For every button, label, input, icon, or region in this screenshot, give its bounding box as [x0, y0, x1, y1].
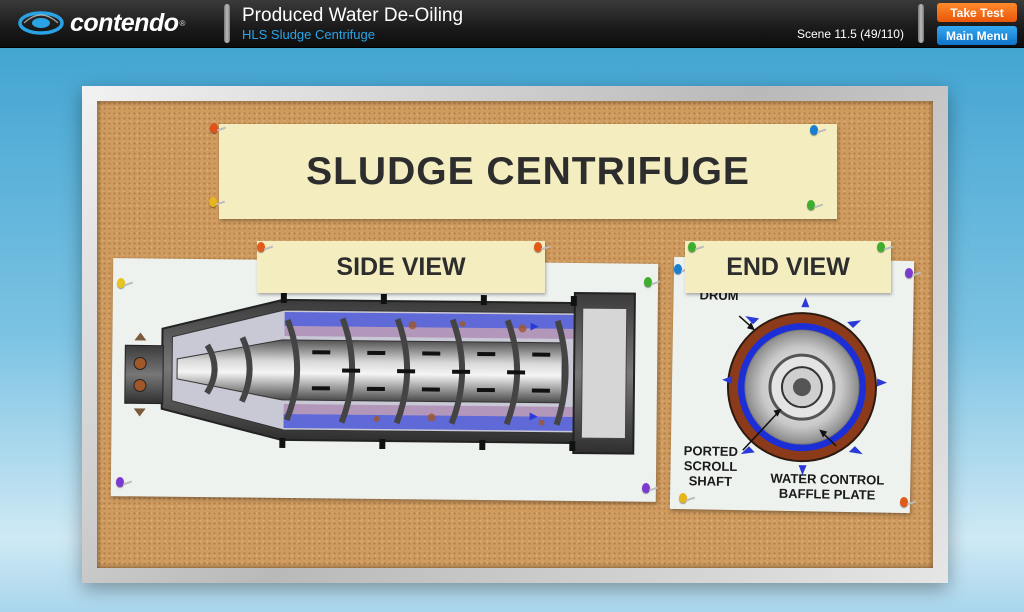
end-view-label-note: END VIEW [685, 241, 891, 293]
callout-line: SCROLL [683, 458, 738, 475]
side-view-label-note: SIDE VIEW [257, 241, 545, 293]
pushpin-green [877, 242, 885, 252]
pushpin-red [210, 123, 218, 133]
pushpin-orange [257, 242, 265, 252]
pushpin-purple [642, 483, 650, 493]
scene-title: HLS Sludge Centrifuge [242, 27, 375, 42]
pushpin-purple [116, 477, 124, 487]
cork-board: SLUDGE CENTRIFUGE [97, 101, 933, 568]
end-view-sheet: DRUM PORTED SCROLL SHAFT WATER CONTROL B… [669, 256, 915, 514]
pushpin-blue [674, 264, 682, 274]
pushpin-green [807, 200, 815, 210]
title-note: SLUDGE CENTRIFUGE [219, 124, 837, 219]
contendo-logo-icon [18, 11, 64, 35]
registered-mark: ® [179, 18, 186, 28]
top-bar: contendo ® Produced Water De-Oiling HLS … [0, 0, 1024, 48]
water-control-baffle-plate-callout: WATER CONTROL BAFFLE PLATE [762, 470, 893, 503]
side-view-diagram [124, 291, 636, 455]
pushpin-orange [534, 242, 542, 252]
callout-line: PORTED [683, 443, 739, 460]
course-title: Produced Water De-Oiling [242, 5, 464, 26]
main-menu-button[interactable]: Main Menu [937, 26, 1017, 45]
pushpin-blue [810, 125, 818, 135]
ported-scroll-shaft-callout: PORTED SCROLL SHAFT [680, 443, 741, 489]
callout-line: SHAFT [688, 473, 733, 489]
scene-counter: Scene 11.5 (49/110) [797, 27, 904, 41]
side-view-label: SIDE VIEW [336, 253, 466, 281]
pushpin-purple [905, 268, 913, 278]
header-divider-left [224, 4, 230, 43]
board-title: SLUDGE CENTRIFUGE [306, 150, 750, 193]
end-view-label: END VIEW [726, 253, 850, 281]
pushpin-orange [900, 497, 908, 507]
pushpin-yellow [679, 493, 687, 503]
end-view-diagram [722, 297, 888, 476]
pushpin-green [644, 277, 652, 287]
pushpin-green [688, 242, 696, 252]
pushpin-yellow [117, 278, 125, 288]
contendo-logo: contendo ® [18, 9, 185, 37]
take-test-button[interactable]: Take Test [937, 3, 1017, 22]
bulletin-board-frame: SLUDGE CENTRIFUGE [82, 86, 948, 583]
header-divider-right [918, 4, 924, 43]
logo-text: contendo [70, 8, 179, 37]
callout-line: BAFFLE PLATE [778, 485, 876, 503]
pushpin-yellow [209, 197, 217, 207]
side-view-sheet [110, 258, 659, 502]
